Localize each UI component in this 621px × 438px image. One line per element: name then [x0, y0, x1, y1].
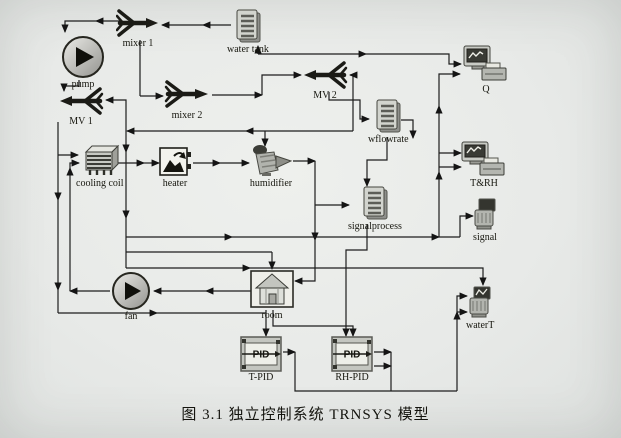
pump-icon	[62, 36, 104, 78]
plotter-computer-icon	[461, 141, 505, 176]
notebook-icon	[236, 9, 261, 43]
notebook-icon	[376, 99, 401, 133]
node-room[interactable]: room	[250, 270, 294, 322]
pid-controller-icon: PID	[240, 336, 282, 372]
node-signal[interactable]: signal	[472, 198, 498, 244]
node-label: humidifier	[249, 178, 293, 189]
humidifier-icon	[253, 145, 293, 176]
node-label: mixer 1	[122, 38, 154, 49]
node-cooling-coil[interactable]: cooling coil	[76, 144, 124, 190]
figure-caption: 图 3.1 独立控制系统 TRNSYS 模型	[181, 407, 430, 423]
valve-icon	[304, 61, 348, 89]
node-q-plotter[interactable]: Q	[462, 44, 510, 96]
node-label: mixer 2	[171, 110, 203, 121]
node-mixer1[interactable]: mixer 1	[116, 8, 160, 50]
node-label: RH-PID	[335, 372, 369, 383]
node-fan[interactable]: fan	[111, 271, 151, 323]
heater-icon	[159, 147, 191, 176]
cooling-coil-icon	[84, 144, 119, 175]
node-label: room	[261, 310, 283, 321]
output-meter-icon	[469, 286, 491, 318]
node-mv1[interactable]: MV 1	[58, 86, 104, 128]
valve-icon	[60, 87, 104, 115]
node-signalprocess[interactable]: signalprocess	[348, 185, 402, 233]
mixer-icon	[116, 9, 158, 37]
node-wflowrate[interactable]: wflowrate	[368, 98, 409, 146]
node-label: water tank	[227, 44, 269, 55]
node-rh-pid[interactable]: PID RH-PID	[331, 336, 373, 384]
node-label: T-PID	[248, 372, 274, 383]
node-humidifier[interactable]: humidifier	[248, 144, 294, 190]
node-label: MV 1	[69, 116, 93, 127]
node-label: cooling coil	[76, 178, 124, 189]
node-label: fan	[124, 311, 138, 322]
plotter-computer-icon	[463, 45, 507, 81]
node-label: T&RH	[470, 178, 498, 189]
output-meter-icon	[474, 198, 496, 230]
mixer-icon	[164, 80, 208, 108]
pid-controller-icon: PID	[331, 336, 373, 372]
node-label: waterT	[466, 320, 495, 331]
node-label: wflowrate	[368, 134, 409, 145]
node-water-tank[interactable]: water tank	[227, 8, 269, 56]
node-label: signal	[473, 232, 497, 243]
node-label: Q	[482, 84, 490, 95]
node-t-pid[interactable]: PID T-PID	[240, 336, 282, 384]
node-pump[interactable]: pump	[61, 35, 105, 91]
node-label: signalprocess	[348, 221, 402, 232]
node-label: MV 2	[313, 90, 337, 101]
svg-text:PID: PID	[344, 350, 361, 361]
fan-icon	[112, 272, 150, 310]
node-mv2[interactable]: MV 2	[302, 60, 348, 102]
node-label: heater	[162, 178, 188, 189]
node-heater[interactable]: heater	[158, 146, 192, 190]
node-label: pump	[71, 79, 95, 90]
room-house-icon	[250, 270, 294, 308]
node-waterT[interactable]: waterT	[466, 286, 494, 332]
notebook-icon	[363, 186, 388, 220]
svg-text:PID: PID	[253, 350, 270, 361]
node-t-rh-plotter[interactable]: T&RH	[460, 140, 508, 190]
node-mixer2[interactable]: mixer 2	[164, 78, 210, 122]
